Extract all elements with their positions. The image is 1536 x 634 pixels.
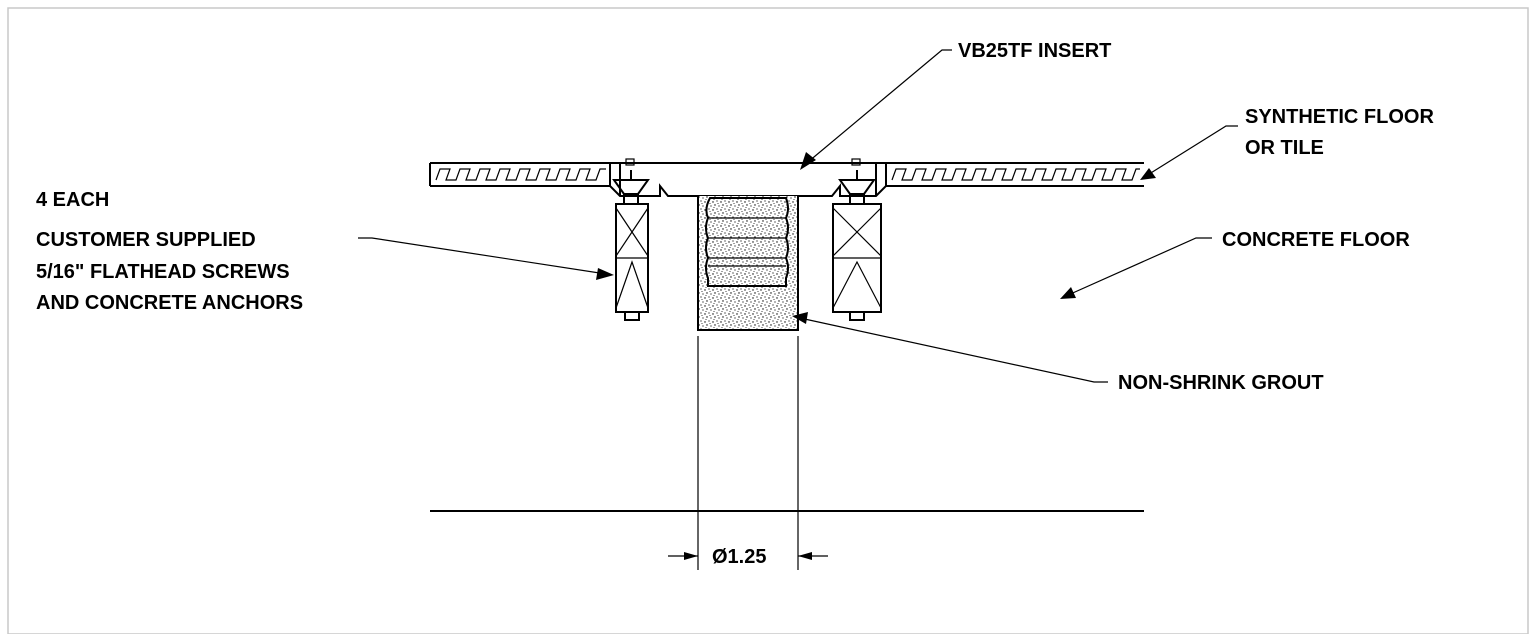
screws-leader — [358, 237, 614, 280]
screws-label-line3: 5/16" FLATHEAD SCREWS — [36, 261, 290, 283]
insert-leader — [800, 49, 952, 170]
insert-plate — [609, 158, 887, 197]
grout-label: NON-SHRINK GROUT — [1118, 372, 1324, 394]
synthetic-floor-leader — [1140, 125, 1238, 180]
grout-leader — [792, 312, 1108, 383]
diameter-label: Ø1.25 — [712, 546, 766, 568]
insert-label: VB25TF INSERT — [958, 40, 1111, 62]
left-screw-anchor — [612, 170, 650, 321]
screws-label-line4: AND CONCRETE ANCHORS — [36, 292, 303, 314]
synthetic-floor-label-line2: OR TILE — [1245, 137, 1324, 159]
synthetic-floor-label-line1: SYNTHETIC FLOOR — [1245, 106, 1434, 128]
synthetic-floor-right — [886, 162, 1144, 187]
dimension-extensions — [697, 336, 799, 570]
concrete-floor-leader — [1060, 237, 1212, 299]
drawing-border — [7, 7, 1529, 634]
synthetic-floor-left — [429, 162, 610, 187]
grout-pocket — [697, 196, 799, 331]
screws-label-line1: 4 EACH — [36, 189, 109, 211]
dimension-arrows — [668, 552, 828, 560]
right-screw-anchor — [832, 170, 882, 321]
concrete-floor-label: CONCRETE FLOOR — [1222, 229, 1410, 251]
screws-label-line2: CUSTOMER SUPPLIED — [36, 229, 256, 251]
